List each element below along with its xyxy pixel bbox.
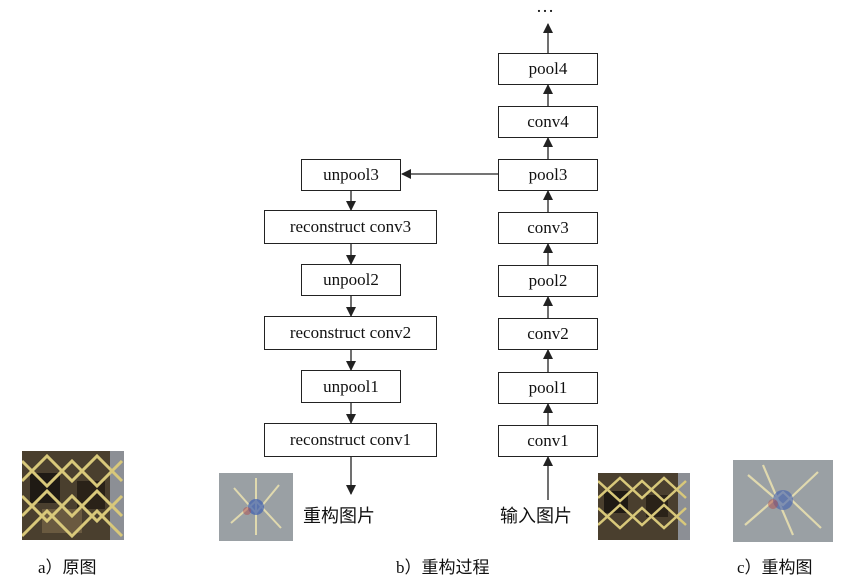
layer-reconstruct-conv3: reconstruct conv3 bbox=[264, 210, 437, 244]
layer-reconstruct-conv2: reconstruct conv2 bbox=[264, 316, 437, 350]
layer-reconstruct-conv1: reconstruct conv1 bbox=[264, 423, 437, 457]
layer-pool2: pool2 bbox=[498, 265, 598, 297]
layer-unpool1: unpool1 bbox=[301, 370, 401, 403]
layer-pool3: pool3 bbox=[498, 159, 598, 191]
reconstructed-image-small bbox=[219, 473, 293, 541]
reconstructed-image bbox=[733, 460, 833, 542]
caption-c: c）重构图 bbox=[737, 558, 813, 577]
original-image bbox=[22, 451, 124, 540]
layer-conv3: conv3 bbox=[498, 212, 598, 244]
output-image-label: 重构图片 bbox=[303, 506, 375, 526]
input-image-label: 输入图片 bbox=[500, 506, 572, 526]
input-image bbox=[598, 473, 690, 540]
caption-a: a）原图 bbox=[38, 558, 97, 577]
layer-unpool2: unpool2 bbox=[301, 264, 401, 296]
layer-conv2: conv2 bbox=[498, 318, 598, 350]
layer-conv1: conv1 bbox=[498, 425, 598, 457]
layer-pool4: pool4 bbox=[498, 53, 598, 85]
caption-b: b）重构过程 bbox=[396, 558, 490, 577]
layer-unpool3: unpool3 bbox=[301, 159, 401, 191]
layer-conv4: conv4 bbox=[498, 106, 598, 138]
layer-pool1: pool1 bbox=[498, 372, 598, 404]
continuation-ellipsis: … bbox=[536, 0, 554, 16]
